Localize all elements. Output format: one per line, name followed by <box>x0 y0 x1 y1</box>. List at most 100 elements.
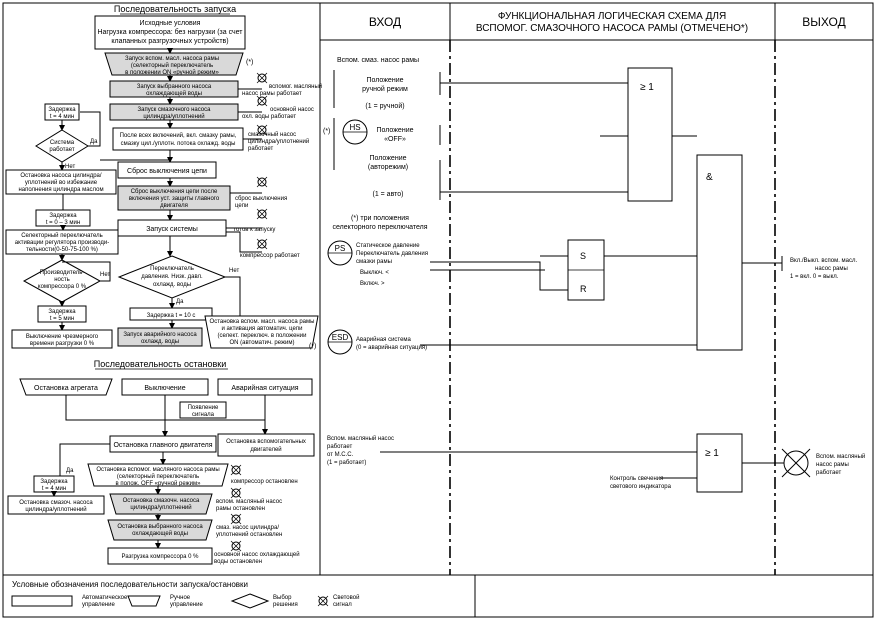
stop-aux-pump-text-1: Остановка вспомог. масляного насоса рамы <box>96 467 219 473</box>
lamp-out-text-3: работает <box>816 470 841 476</box>
shutdown-sequence: Последовательность остановки Остановка а… <box>7 359 315 565</box>
stop-aux-pump-text-2: (селекторный переключатель <box>117 473 199 480</box>
legend-auto-text-2: управление <box>82 602 115 608</box>
yes-label: Да <box>90 139 98 145</box>
manual-pos-text-2: ручной режим <box>362 85 408 93</box>
initial-text-2: Нагрузка компрессора: без нагрузки (за с… <box>97 28 243 36</box>
and-gate-label: & <box>706 172 713 183</box>
stop-cool-text-1: Остановка выбранного насоса <box>117 524 203 530</box>
start-emerg-box <box>117 327 203 347</box>
start-lube-text-2: цилиндра/уплотнений <box>143 113 204 120</box>
stop-lube-pump-text-2: цилиндра/уплотнений <box>25 506 86 513</box>
or-gate-label: ≥ 1 <box>640 82 654 93</box>
sig-comp-text: компрессор работает <box>240 253 300 259</box>
start-cooling-text-1: Запуск выбранного насоса <box>137 84 212 90</box>
initial-box <box>94 15 246 50</box>
pump-status-text-2: работает <box>327 444 352 450</box>
stop-lube2-box <box>109 493 213 515</box>
manual-pos-text-1: Положение <box>367 77 404 84</box>
selector-box <box>5 229 119 255</box>
stop-aux-motors-text-2: двигателей <box>250 446 281 453</box>
switch-text-1: Переключатель <box>150 266 194 272</box>
reset-after-text-3: двигателя <box>160 203 188 209</box>
signal-lamp-icon <box>256 208 268 220</box>
ps-text-1: Статическое давление <box>356 243 420 249</box>
start-pump-text-1: Запуск вспом. масл. насоса рамы <box>125 56 219 62</box>
system-works-text-1: Система <box>50 140 75 146</box>
sig-cool-stop-text-1: основной насос охлаждающей <box>214 551 300 558</box>
legend-manual-shape <box>127 595 161 607</box>
sig-oil-text-2: насос рамы работает <box>242 91 302 97</box>
initial-text-1: Исходные условия <box>140 20 201 27</box>
selector-text-1: Селекторный переключатель <box>21 232 103 239</box>
signal-lamp-icon <box>230 487 242 499</box>
legend-choice-text-2: решения <box>273 602 298 608</box>
stop-lube2-text-2: цилиндра/уплотнений <box>130 504 191 511</box>
output-lamp-icon <box>781 448 811 478</box>
signal-lamp-icon <box>230 464 242 476</box>
signal-lamp-icon <box>256 176 268 188</box>
no-label-3: Нет <box>229 268 239 274</box>
sig-ready-text: готов к запуску <box>234 227 275 233</box>
stop-aux-motors-text-1: Остановка вспомогательных <box>226 439 306 445</box>
stop-lube-text-1: Остановка насоса цилиндра/ <box>20 173 101 179</box>
stop-lube-pump-box <box>7 495 105 515</box>
selector-text-3: тельности(0-50-75-100 %) <box>26 247 98 253</box>
note-text-2: селекторного переключателя <box>332 224 427 231</box>
reset-after-box <box>117 185 231 211</box>
sig-lube-stop-text-2: уплотнений остановлен <box>216 531 282 538</box>
delay10-text: Задержка t = 10 с <box>147 313 196 319</box>
signal-lamp-icon <box>256 238 268 250</box>
one-auto-text: (1 = авто) <box>372 191 403 198</box>
pump-status-text-3: от М.С.С. <box>327 452 354 458</box>
stop-lube-pump-text-1: Остановка смазоч. насоса <box>19 500 93 506</box>
off-excess-box <box>11 329 113 349</box>
startup-title: Последовательность запуска <box>114 4 236 14</box>
legend-choice-shape <box>230 593 270 609</box>
signal-lamp-icon <box>230 513 242 525</box>
hs-label: HS <box>349 123 360 132</box>
stop-aux-text-2: и активация автоматич. цепи <box>222 326 303 332</box>
switch-off-text: Выключение <box>144 385 185 392</box>
sig-oil-stop-text-2: рамы остановлен <box>216 506 265 512</box>
legend: Условные обозначения последовательности … <box>11 580 359 609</box>
aux-pump-label: Вспом. смаз. насос рамы <box>337 57 419 64</box>
on-gt-text: Включ. > <box>360 281 385 287</box>
star-mark-2: (*) <box>309 343 316 350</box>
unit-stop-box <box>19 378 113 396</box>
sig-lube-stop-text-1: смаз. насос цилиндра/ <box>216 525 279 531</box>
unload-box <box>107 547 213 565</box>
esd-text-2: (0 = аварийная ситуация) <box>356 344 427 351</box>
capacity-text-1: Производитель- <box>40 270 85 276</box>
stop-aux-text-4: ON (автоматич. режим) <box>229 340 294 346</box>
off-excess-text-1: Выключение чрезмерного <box>26 334 99 340</box>
start-pump-text-3: в положении ON «ручной режим» <box>125 69 219 76</box>
off-pos-text-2: «OFF» <box>384 136 406 143</box>
legend-manual-text-1: Ручное <box>170 595 191 601</box>
col-func-header-2: ВСПОМОГ. СМАЗОЧНОГО НАСОСА РАМЫ (ОТМЕЧЕН… <box>476 23 748 34</box>
note-text-1: (*) три положения <box>351 215 409 222</box>
stop-cool-text-2: охлаждающей воды <box>132 530 188 537</box>
legend-title: Условные обозначения последовательности … <box>12 580 248 589</box>
unload-text: Разгрузка компрессора 0 % <box>122 554 200 560</box>
sig-lube-text-1: смазочный насос <box>248 131 296 138</box>
lamp-out-text-2: насос рамы <box>816 462 849 468</box>
star-mark-1: (*) <box>246 59 253 66</box>
signal-text-1: Появление <box>188 405 219 411</box>
col-in-header: ВХОД <box>369 15 401 29</box>
and-gate <box>696 154 743 351</box>
col-out-header: ВЫХОД <box>802 15 845 29</box>
delay4-text-2: t = 4 мин <box>50 114 74 120</box>
sig-comp-stop-text: компрессор остановлен <box>231 479 298 485</box>
start-cooling-text-2: охлаждающей воды <box>146 90 202 97</box>
lamp-out-text-1: Вспом. масляный <box>816 453 865 460</box>
delay10-box <box>129 307 213 321</box>
switch-text-3: охлажд. воды <box>153 282 191 288</box>
pump-status-text-1: Вспом. масляный насос <box>327 435 394 442</box>
legend-choice-text-1: Выбор <box>273 595 292 601</box>
initial-text-3: клапанных разгрузочных устройств) <box>111 37 228 45</box>
shutdown-yes-label: Да <box>66 468 74 474</box>
legend-auto-shape <box>11 595 73 607</box>
shutdown-title: Последовательность остановки <box>94 359 227 369</box>
signal-lamp-icon <box>256 72 268 84</box>
